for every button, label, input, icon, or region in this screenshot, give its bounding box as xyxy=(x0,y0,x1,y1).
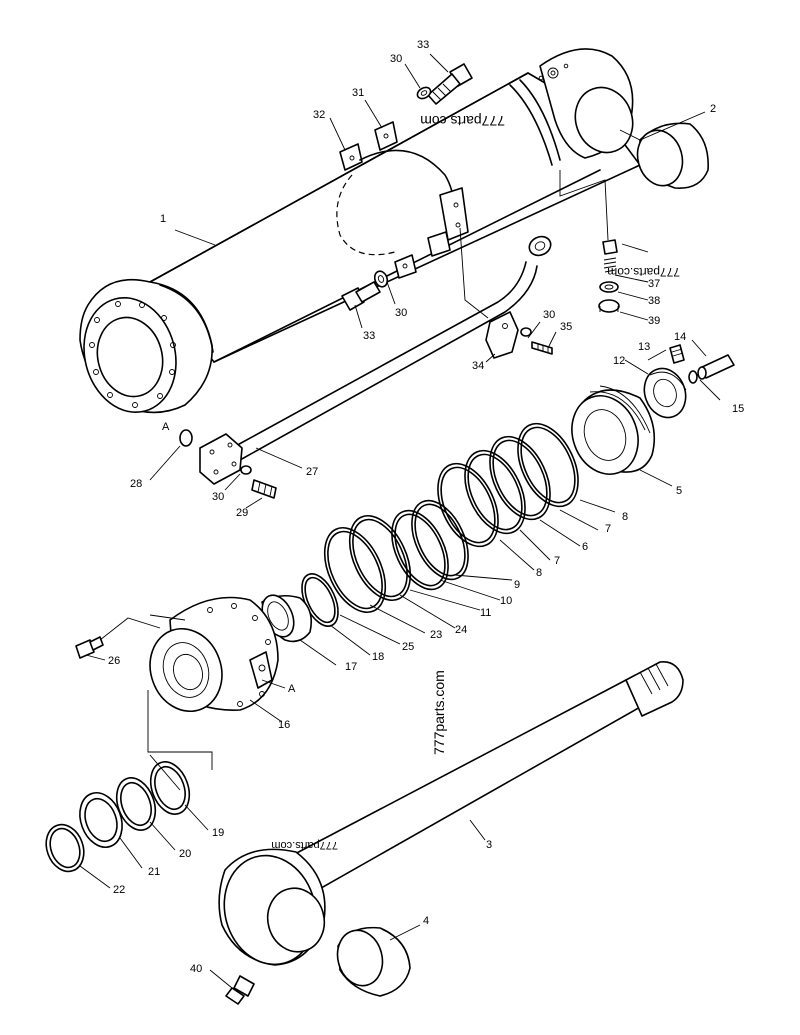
callout-5: 5 xyxy=(676,485,682,497)
watermarks: 777parts.com 777parts.com 777parts.com 7… xyxy=(271,113,680,851)
piston-5 xyxy=(571,385,656,475)
callout-33a: 33 xyxy=(417,39,429,51)
o-ring-15 xyxy=(688,370,698,384)
callout-27: 27 xyxy=(306,466,318,478)
pipe-27 xyxy=(199,235,552,485)
callout-34: 34 xyxy=(472,360,484,372)
callout-39: 39 xyxy=(648,315,660,327)
callout-19: 19 xyxy=(212,827,224,839)
callout-6: 6 xyxy=(582,541,588,553)
rod-seal-stack xyxy=(45,761,191,873)
piston-seal-rings xyxy=(437,422,579,548)
bracket-34 xyxy=(485,311,553,359)
grease-fitting-assembly xyxy=(598,239,620,313)
callout-32: 32 xyxy=(313,109,325,121)
callout-4: 4 xyxy=(423,915,429,927)
callout-14: 14 xyxy=(674,331,686,343)
callout-35: 35 xyxy=(560,321,572,333)
mounting-clamp xyxy=(339,121,469,279)
callout-8b: 8 xyxy=(536,567,542,579)
callout-16: 16 xyxy=(278,719,290,731)
callout-40: 40 xyxy=(190,963,202,975)
callout-10: 10 xyxy=(500,595,512,607)
callout-20: 20 xyxy=(179,848,191,860)
callout-31: 31 xyxy=(352,87,364,99)
callout-17: 17 xyxy=(345,661,357,673)
watermark-center: 777parts.com xyxy=(431,670,447,755)
callout-a-top: A xyxy=(162,421,170,433)
callout-21: 21 xyxy=(148,866,160,878)
callout-1: 1 xyxy=(160,213,166,225)
callout-a-bottom: A xyxy=(288,683,296,695)
callout-37: 37 xyxy=(648,278,660,290)
piston-rod-3 xyxy=(218,661,684,966)
callout-30d: 30 xyxy=(212,491,224,503)
leader-lines xyxy=(79,53,721,989)
callout-15: 15 xyxy=(732,403,744,415)
callout-24: 24 xyxy=(455,624,467,636)
callout-18: 18 xyxy=(372,651,384,663)
pin-14 xyxy=(697,354,735,380)
callout-7b: 7 xyxy=(554,555,560,567)
bolt-33-bottom xyxy=(341,270,389,311)
callout-29: 29 xyxy=(236,507,248,519)
socket-screw-26 xyxy=(75,636,104,659)
callout-33b: 33 xyxy=(363,330,375,342)
callout-13: 13 xyxy=(638,341,650,353)
callout-11: 11 xyxy=(480,607,491,619)
callout-12: 12 xyxy=(613,355,625,367)
rod-cover-16 xyxy=(149,596,279,713)
cylinder-tube xyxy=(79,48,641,414)
watermark-rod: 777parts.com xyxy=(271,839,338,851)
callout-2: 2 xyxy=(710,103,716,115)
callout-7a: 7 xyxy=(605,523,611,535)
callout-30c: 30 xyxy=(543,309,555,321)
o-ring-28 xyxy=(179,429,193,447)
callout-labels: 1 2 3 4 5 6 7 7 8 8 9 10 11 12 13 14 15 … xyxy=(108,39,744,975)
callout-8a: 8 xyxy=(622,511,628,523)
bushing-4 xyxy=(336,926,411,997)
bolt-33-top xyxy=(416,63,473,105)
callout-9: 9 xyxy=(514,579,520,591)
watermark-top: 777parts.com xyxy=(420,113,505,129)
callout-28: 28 xyxy=(130,478,142,490)
nut-12 xyxy=(643,367,687,419)
grease-nipple-40 xyxy=(225,975,255,1005)
bolt-29-washer-30 xyxy=(240,465,277,499)
watermark-right: 777parts.com xyxy=(607,265,680,279)
callout-23: 23 xyxy=(430,629,442,641)
callout-3: 3 xyxy=(486,839,492,851)
callout-26: 26 xyxy=(108,655,120,667)
bushing-17-18 xyxy=(261,573,339,643)
callout-25: 25 xyxy=(402,641,414,653)
rod-seal-rings xyxy=(323,499,469,614)
set-screw-13 xyxy=(669,344,685,364)
callout-22: 22 xyxy=(113,884,125,896)
bushing-2 xyxy=(636,122,709,189)
callout-30a: 30 xyxy=(390,53,402,65)
callout-38: 38 xyxy=(648,295,660,307)
callout-30b: 30 xyxy=(395,307,407,319)
